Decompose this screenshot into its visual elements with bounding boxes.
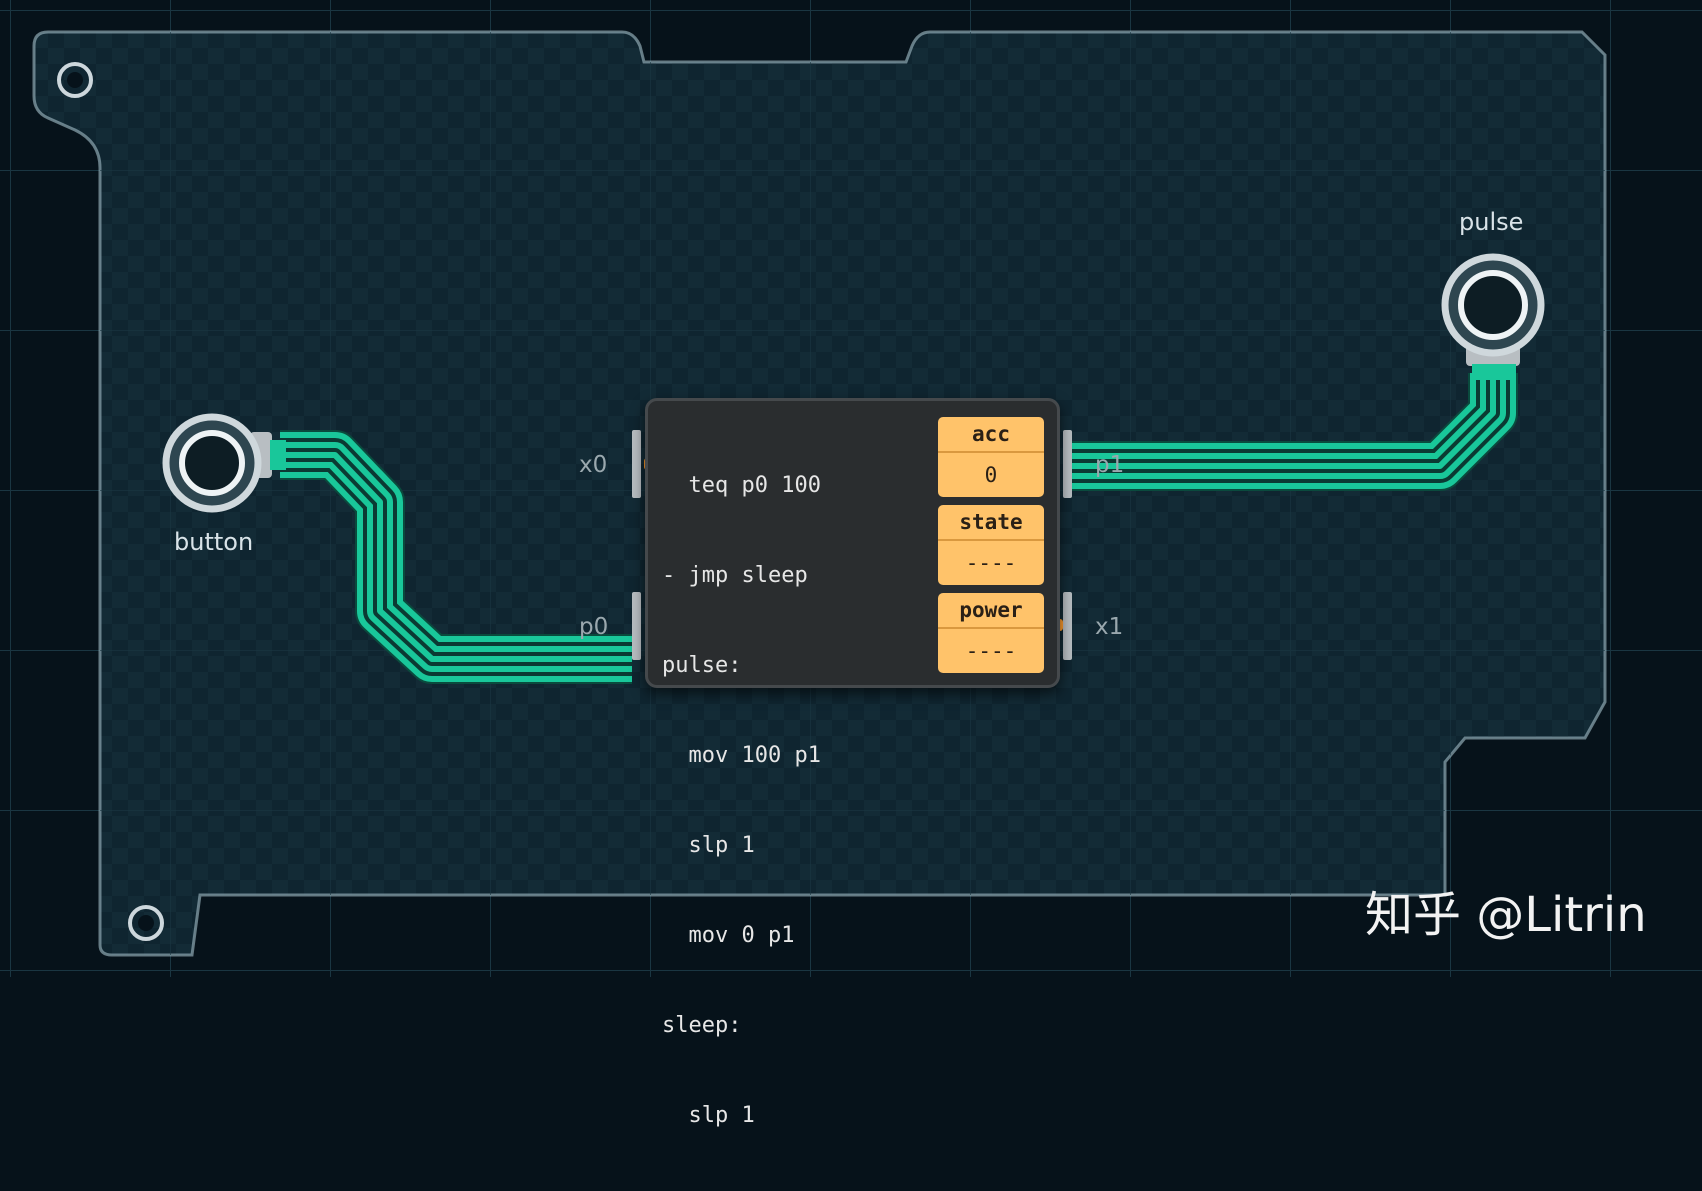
wire-button-to-p0[interactable] bbox=[280, 430, 632, 684]
code-line[interactable]: slp 1 bbox=[662, 833, 755, 858]
code-line[interactable]: sleep: bbox=[662, 1013, 742, 1038]
microcontroller-chip[interactable]: teq p0 100 - jmp sleep pulse: mov 100 p1… bbox=[645, 398, 1060, 1128]
watermark: 知乎 @Litrin bbox=[1365, 887, 1647, 943]
button-component-icon[interactable] bbox=[162, 413, 286, 513]
x1-indicator-icon bbox=[1057, 619, 1063, 631]
pin-p1[interactable] bbox=[1063, 430, 1072, 498]
register-panel: acc 0 state ---- power ---- bbox=[938, 417, 1044, 681]
pin-x0[interactable] bbox=[632, 430, 641, 498]
register-name: acc bbox=[938, 417, 1044, 453]
register-name: state bbox=[938, 505, 1044, 541]
code-line[interactable]: - jmp sleep bbox=[662, 563, 808, 588]
pin-p0[interactable] bbox=[632, 592, 641, 660]
code-line[interactable]: teq p0 100 bbox=[662, 473, 821, 498]
port-label-x1: x1 bbox=[1095, 614, 1124, 640]
port-label-p0: p0 bbox=[579, 614, 609, 640]
button-label: button bbox=[174, 528, 254, 556]
register-value: 0 bbox=[984, 463, 998, 487]
pulse-label: pulse bbox=[1459, 208, 1524, 236]
code-line[interactable]: mov 0 p1 bbox=[662, 923, 795, 948]
code-editor[interactable]: teq p0 100 - jmp sleep pulse: mov 100 p1… bbox=[662, 411, 932, 1191]
wire-p1-to-pulse[interactable] bbox=[1068, 373, 1518, 491]
register-value: ---- bbox=[965, 551, 1017, 575]
code-line[interactable]: slp 1 bbox=[662, 1103, 755, 1128]
mounting-hole-icon bbox=[57, 62, 93, 98]
code-line[interactable]: mov 100 p1 bbox=[662, 743, 821, 768]
register-acc: acc 0 bbox=[938, 417, 1044, 497]
register-name: power bbox=[938, 593, 1044, 629]
port-label-x0: x0 bbox=[579, 452, 608, 478]
register-power: power ---- bbox=[938, 593, 1044, 673]
pin-x1[interactable] bbox=[1063, 592, 1072, 660]
mounting-hole-icon bbox=[128, 905, 164, 941]
port-label-p1: p1 bbox=[1095, 452, 1125, 478]
pulse-component-icon[interactable] bbox=[1441, 253, 1545, 380]
register-state: state ---- bbox=[938, 505, 1044, 585]
code-line[interactable]: pulse: bbox=[662, 653, 742, 678]
register-value: ---- bbox=[965, 639, 1017, 663]
